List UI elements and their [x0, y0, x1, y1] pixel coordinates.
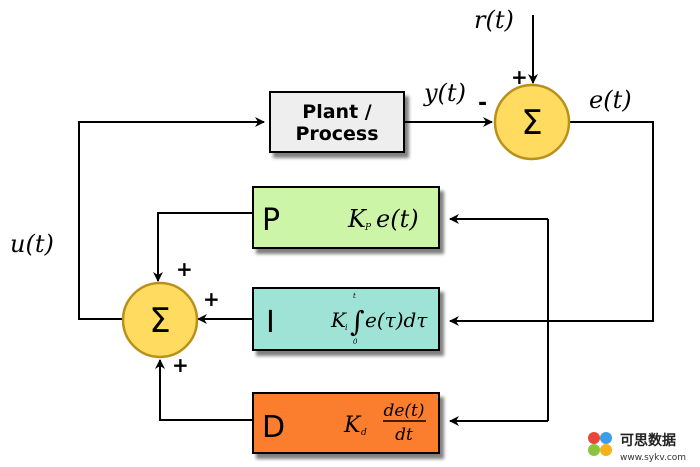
reference-label: r(t)	[474, 6, 514, 34]
i-lower-limit: 0	[353, 338, 358, 346]
d-denominator: dt	[395, 425, 413, 445]
i-block: I K i t ∫ 0 e(τ)dτ	[252, 287, 440, 351]
i-gain-subscript: i	[345, 323, 348, 332]
d-gain-subscript: d	[361, 428, 367, 438]
wires	[78, 15, 654, 426]
d-to-sum-arrow	[155, 359, 252, 421]
d-plus-sign: +	[172, 353, 189, 377]
watermark-logo-icon	[588, 432, 600, 444]
output-minus-sign: -	[478, 91, 487, 116]
p-expression: e(t)	[376, 205, 419, 233]
watermark: 可思数据 www.sykv.com	[588, 432, 686, 463]
p-to-sum-arrow	[153, 212, 252, 282]
i-gain: K	[330, 308, 347, 332]
plant-label-line1: Plant /	[302, 101, 371, 123]
plant-block: Plant / Process	[269, 91, 405, 153]
d-numerator: de(t)	[383, 401, 424, 421]
control-label: u(t)	[10, 230, 54, 258]
control-line	[78, 117, 265, 320]
i-expression: e(τ)dτ	[365, 308, 428, 332]
p-plus-sign: +	[176, 257, 193, 281]
sum-symbol: Σ	[521, 103, 542, 143]
integral-sign: ∫	[350, 305, 365, 338]
i-plus-sign: +	[203, 287, 220, 311]
watermark-url: www.sykv.com	[620, 453, 686, 463]
p-gain-subscript: P	[364, 223, 372, 233]
output-label: y(t)	[423, 79, 466, 107]
error-line	[548, 121, 654, 322]
sum-symbol: Σ	[149, 301, 170, 341]
reference-plus-sign: +	[511, 65, 528, 89]
d-gain: K	[343, 413, 362, 438]
p-letter: P	[262, 203, 280, 238]
watermark-cn: 可思数据	[620, 432, 676, 449]
p-block: P K P e(t)	[252, 186, 440, 249]
i-letter: I	[266, 305, 275, 340]
error-label: e(t)	[589, 86, 632, 114]
d-block: D K d de(t) dt	[252, 392, 440, 454]
plant-label-line2: Process	[295, 123, 378, 145]
p-gain: K	[347, 205, 368, 233]
controller-summing-junction: Σ	[121, 281, 199, 359]
error-summing-junction: Σ	[493, 83, 571, 161]
d-letter: D	[262, 410, 285, 445]
i-upper-limit: t	[353, 292, 356, 300]
